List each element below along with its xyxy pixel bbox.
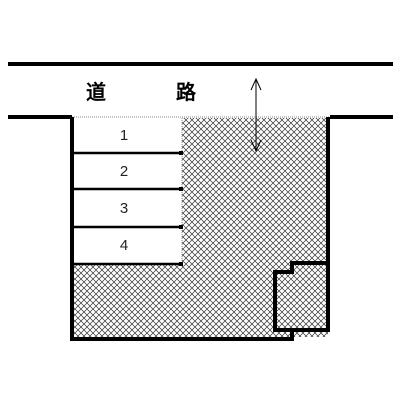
road-label-char-1: 道	[86, 80, 106, 104]
parking-area: 1 2 3 4	[74, 118, 183, 266]
double-headed-vertical-arrow-icon	[250, 77, 262, 153]
parking-space-label-3: 3	[120, 200, 128, 217]
parking-space	[74, 118, 181, 264]
hatched-area-right	[182, 118, 328, 265]
road-label-char-2: 路	[176, 80, 197, 104]
parking-space-label-4: 4	[120, 237, 128, 254]
divider-end-marker	[179, 225, 183, 229]
divider-end-marker	[179, 262, 183, 266]
divider-end-marker	[179, 187, 183, 191]
parking-space-label-2: 2	[120, 163, 128, 180]
parking-space-label-1: 1	[120, 127, 128, 144]
lot-outline	[70, 117, 330, 341]
divider-end-marker	[179, 151, 183, 155]
